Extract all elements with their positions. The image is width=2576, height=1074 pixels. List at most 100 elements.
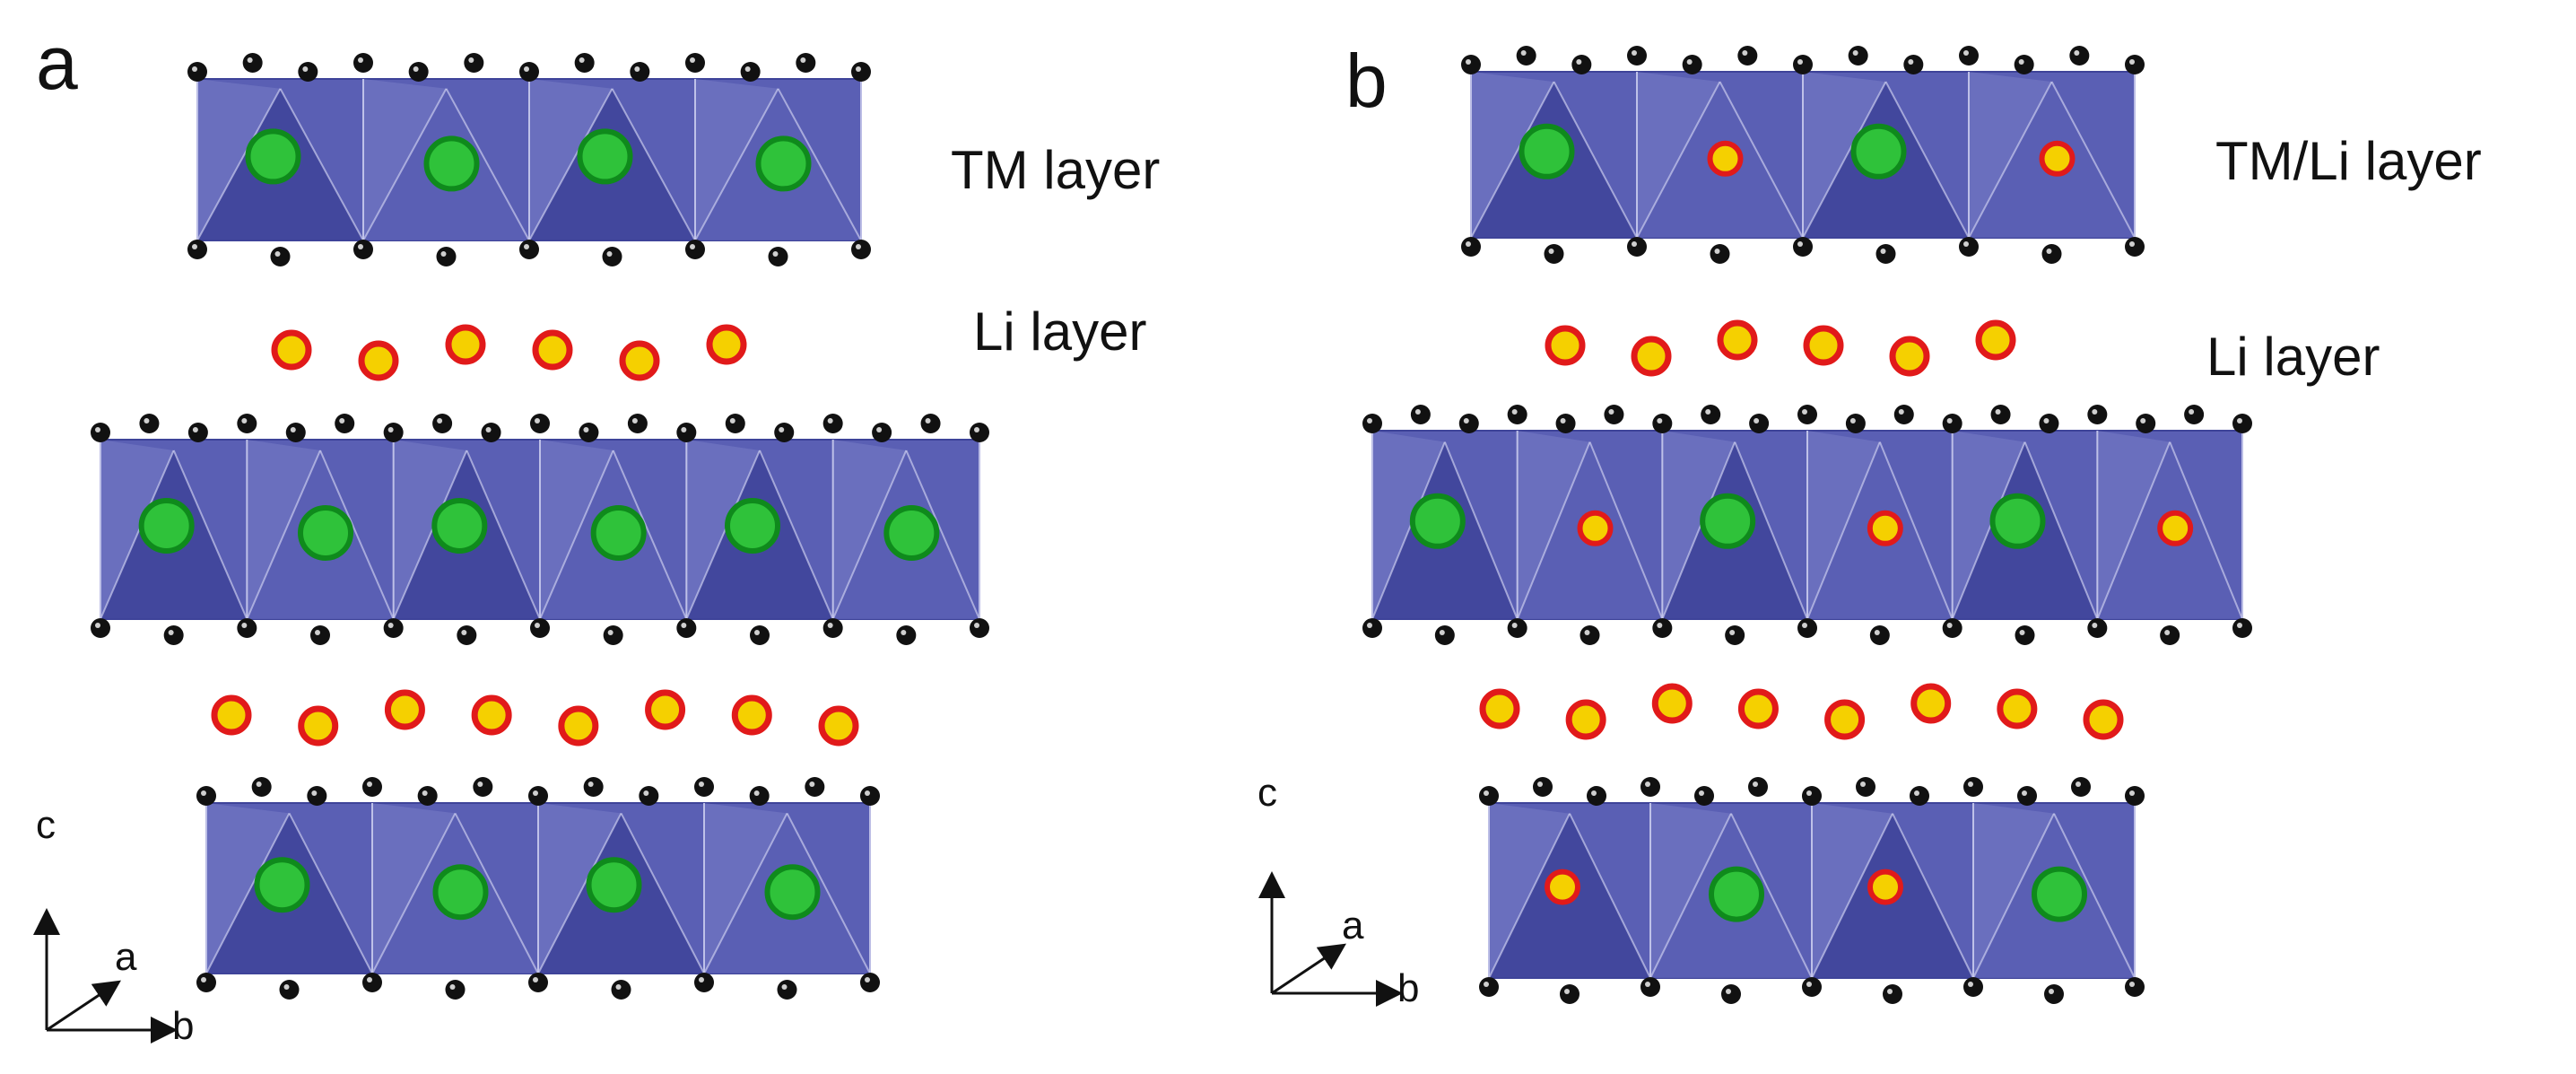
panel-b-slab-middle-oxygen-highlight — [1946, 623, 1953, 628]
panel-a-slab-middle-oxygen-highlight — [827, 418, 833, 423]
panel-b-slab-top-oxygen-highlight — [1797, 59, 1803, 65]
panel-a-slab-top-oxygen-atom — [187, 240, 207, 259]
panel-b-li-atom-in-slab — [2157, 510, 2194, 546]
panel-a-slab-bottom-facet-light — [372, 803, 456, 974]
panel-b-slab-top-edge — [2050, 81, 2136, 239]
panel-a-slab-bottom-oxygen-atom — [362, 973, 382, 992]
panel-a-tm-atom — [432, 864, 489, 921]
panel-b-slab-middle-oxygen-highlight — [1511, 409, 1518, 415]
panel-a-slab-bottom-oxygen-highlight — [201, 977, 206, 982]
panel-a-slab-middle-oxygen-atom — [310, 625, 330, 645]
panel-b-slab-middle-edge — [2096, 441, 2171, 620]
panel-a-interlayer-li-atom — [298, 705, 339, 747]
panel-b-slab-top-facet-light — [1969, 72, 2052, 238]
panel-b-slab-top-oxygen-highlight — [1880, 249, 1886, 254]
panel-b-slab-middle-edge — [1588, 441, 1664, 620]
panel-a-slab-middle-oxygen-atom — [750, 625, 770, 645]
panel-b-slab-bottom-oxygen-atom — [1694, 786, 1714, 806]
panel-b-li-atom-in-slab — [1545, 869, 1580, 905]
panel-b-slab-bottom-oxygen-atom — [1560, 984, 1580, 1004]
panel-b-slab-middle-oxygen-atom — [1507, 405, 1527, 424]
panel-b-slab-middle-oxygen-atom — [1555, 414, 1576, 433]
panel-a-slab-bottom-oxygen-highlight — [477, 781, 483, 787]
panel-b-axis-c-label: c — [1258, 771, 1277, 815]
panel-a-slab-middle-facet-light — [540, 440, 614, 619]
panel-b-slab-middle-edge — [1806, 441, 1881, 620]
panel-b-tm-li-layer-label: TM/Li layer — [2215, 131, 2482, 191]
panel-a-slab-top-facet-light — [363, 79, 447, 240]
panel-b-slab-top-oxygen-highlight — [1908, 59, 1914, 65]
panel-b-axis-b-label: b — [1397, 966, 1420, 1010]
panel-a-slab-top-oxygen-highlight — [744, 66, 751, 72]
panel-a-slab-middle-oxygen-atom — [432, 414, 453, 433]
panel-b-slab-middle-oxygen-atom — [2232, 618, 2252, 638]
panel-a-slab-middle-oxygen-highlight — [339, 418, 345, 423]
panel-b-slab-middle-edge — [1878, 441, 1954, 620]
panel-b-slab-top-oxygen-atom — [1627, 237, 1647, 257]
panel-a-slab-bottom-oxygen-highlight — [699, 977, 704, 982]
panel-a-tm-atom — [298, 505, 353, 561]
panel-b-slab-top-oxygen-atom — [1848, 46, 1868, 65]
panel-b-tm-atom — [1519, 123, 1575, 179]
panel-a-slab-bottom-oxygen-atom — [196, 786, 216, 806]
panel-b-slab-bottom-oxygen-highlight — [1484, 790, 1489, 796]
panel-a-slab-bottom-oxygen-highlight — [533, 790, 538, 796]
panel-b-slab-top-edge — [1636, 81, 1721, 239]
panel-a-slab-middle-oxygen-atom — [237, 414, 257, 433]
panel-b-slab-top-facet-light — [1471, 72, 1554, 238]
panel-b-slab-middle-edge — [1951, 441, 2026, 620]
panel-a-slab-middle-oxygen-highlight — [754, 630, 760, 635]
panel-b-slab-top-oxygen-atom — [1959, 46, 1979, 65]
panel-b-slab-bottom-oxygen-atom — [1640, 977, 1660, 997]
panel-a-slab-top-oxygen-atom — [851, 62, 871, 82]
panel-a-slab-top-oxygen-highlight — [524, 66, 529, 72]
panel-b-slab-middle-oxygen-atom — [1701, 405, 1721, 424]
panel-b-slab-middle-oxygen-highlight — [1439, 630, 1445, 635]
panel-a-slab-top-oxygen-highlight — [192, 66, 197, 72]
panel-a-slab-middle-oxygen-highlight — [95, 623, 100, 628]
panel-b-slab-top-oxygen-highlight — [2074, 50, 2080, 56]
panel-b-slab-middle-oxygen-atom — [2015, 625, 2035, 645]
panel-a-slab-bottom-edge — [288, 812, 373, 974]
panel-a-slab-middle-oxygen-highlight — [290, 427, 296, 432]
panel-a-slab-bottom-edge — [371, 812, 457, 974]
panel-a-slab-top — [187, 53, 871, 266]
panel-a-slab-bottom-oxygen-highlight — [533, 977, 538, 982]
panel-a-slab-bottom-oxygen-atom — [279, 980, 300, 1000]
panel-b-slab-top-oxygen-highlight — [1797, 241, 1803, 247]
panel-a-slab-bottom-oxygen-highlight — [256, 781, 262, 787]
panel-b-slab-bottom-oxygen-highlight — [1968, 781, 1973, 787]
panel-b-slab-bottom-oxygen-highlight — [1645, 781, 1650, 787]
panel-a-axis-c-label: c — [36, 803, 56, 847]
panel-a-slab-bottom-oxygen-atom — [694, 973, 714, 992]
panel-b-slab-middle-oxygen-highlight — [1584, 630, 1590, 635]
panel-b-slab-middle-oxygen-atom — [1893, 405, 1914, 424]
panel-a-slab-middle-oxygen-atom — [187, 423, 208, 442]
panel-a-tm-atom — [431, 498, 488, 554]
panel-b-slab-top-oxygen-atom — [1793, 237, 1813, 257]
panel-b-slab-bottom-oxygen-highlight — [1564, 989, 1570, 994]
panel-a-slab-middle-oxygen-highlight — [168, 630, 174, 635]
panel-b-slab-bottom-oxygen-highlight — [2022, 790, 2027, 796]
panel-a-slab-bottom-oxygen-atom — [362, 777, 382, 797]
panel-a-slab-top-oxygen-atom — [630, 62, 650, 82]
panel-b-axis-a-label: a — [1342, 904, 1364, 947]
panel-a-slab-top-oxygen-highlight — [247, 57, 253, 63]
panel-b-slab-bottom-facet-light — [1812, 803, 1893, 978]
panel-b-slab-bottom-edge — [1488, 813, 1571, 979]
panel-b-slab-top-facet-light — [1637, 72, 1720, 238]
panel-a-slab-middle-oxygen-atom — [383, 618, 404, 638]
panel-a-slab-bottom-oxygen-highlight — [753, 790, 760, 796]
panel-a-slab-bottom-edge — [620, 812, 705, 974]
panel-b-slab-bottom-facet-light — [1489, 803, 1570, 978]
panel-b-slab-middle-oxygen-highlight — [1898, 409, 1904, 415]
panel-a-slab-middle-oxygen-highlight — [387, 427, 394, 432]
panel-b-slab-middle-oxygen-highlight — [1995, 409, 2001, 415]
panel-b-slab-bottom-oxygen-highlight — [1968, 982, 1973, 987]
panel-a-slab-bottom-oxygen-highlight — [615, 984, 622, 990]
panel-b-li-atom-in-slab — [1867, 510, 1903, 546]
panel-b-slab-bottom-edge — [1649, 813, 1732, 979]
panel-a-slab-top-oxygen-atom — [353, 240, 373, 259]
panel-a-slab-middle-oxygen-atom — [335, 414, 355, 433]
panel-a-slab-top-oxygen-atom — [270, 247, 291, 266]
